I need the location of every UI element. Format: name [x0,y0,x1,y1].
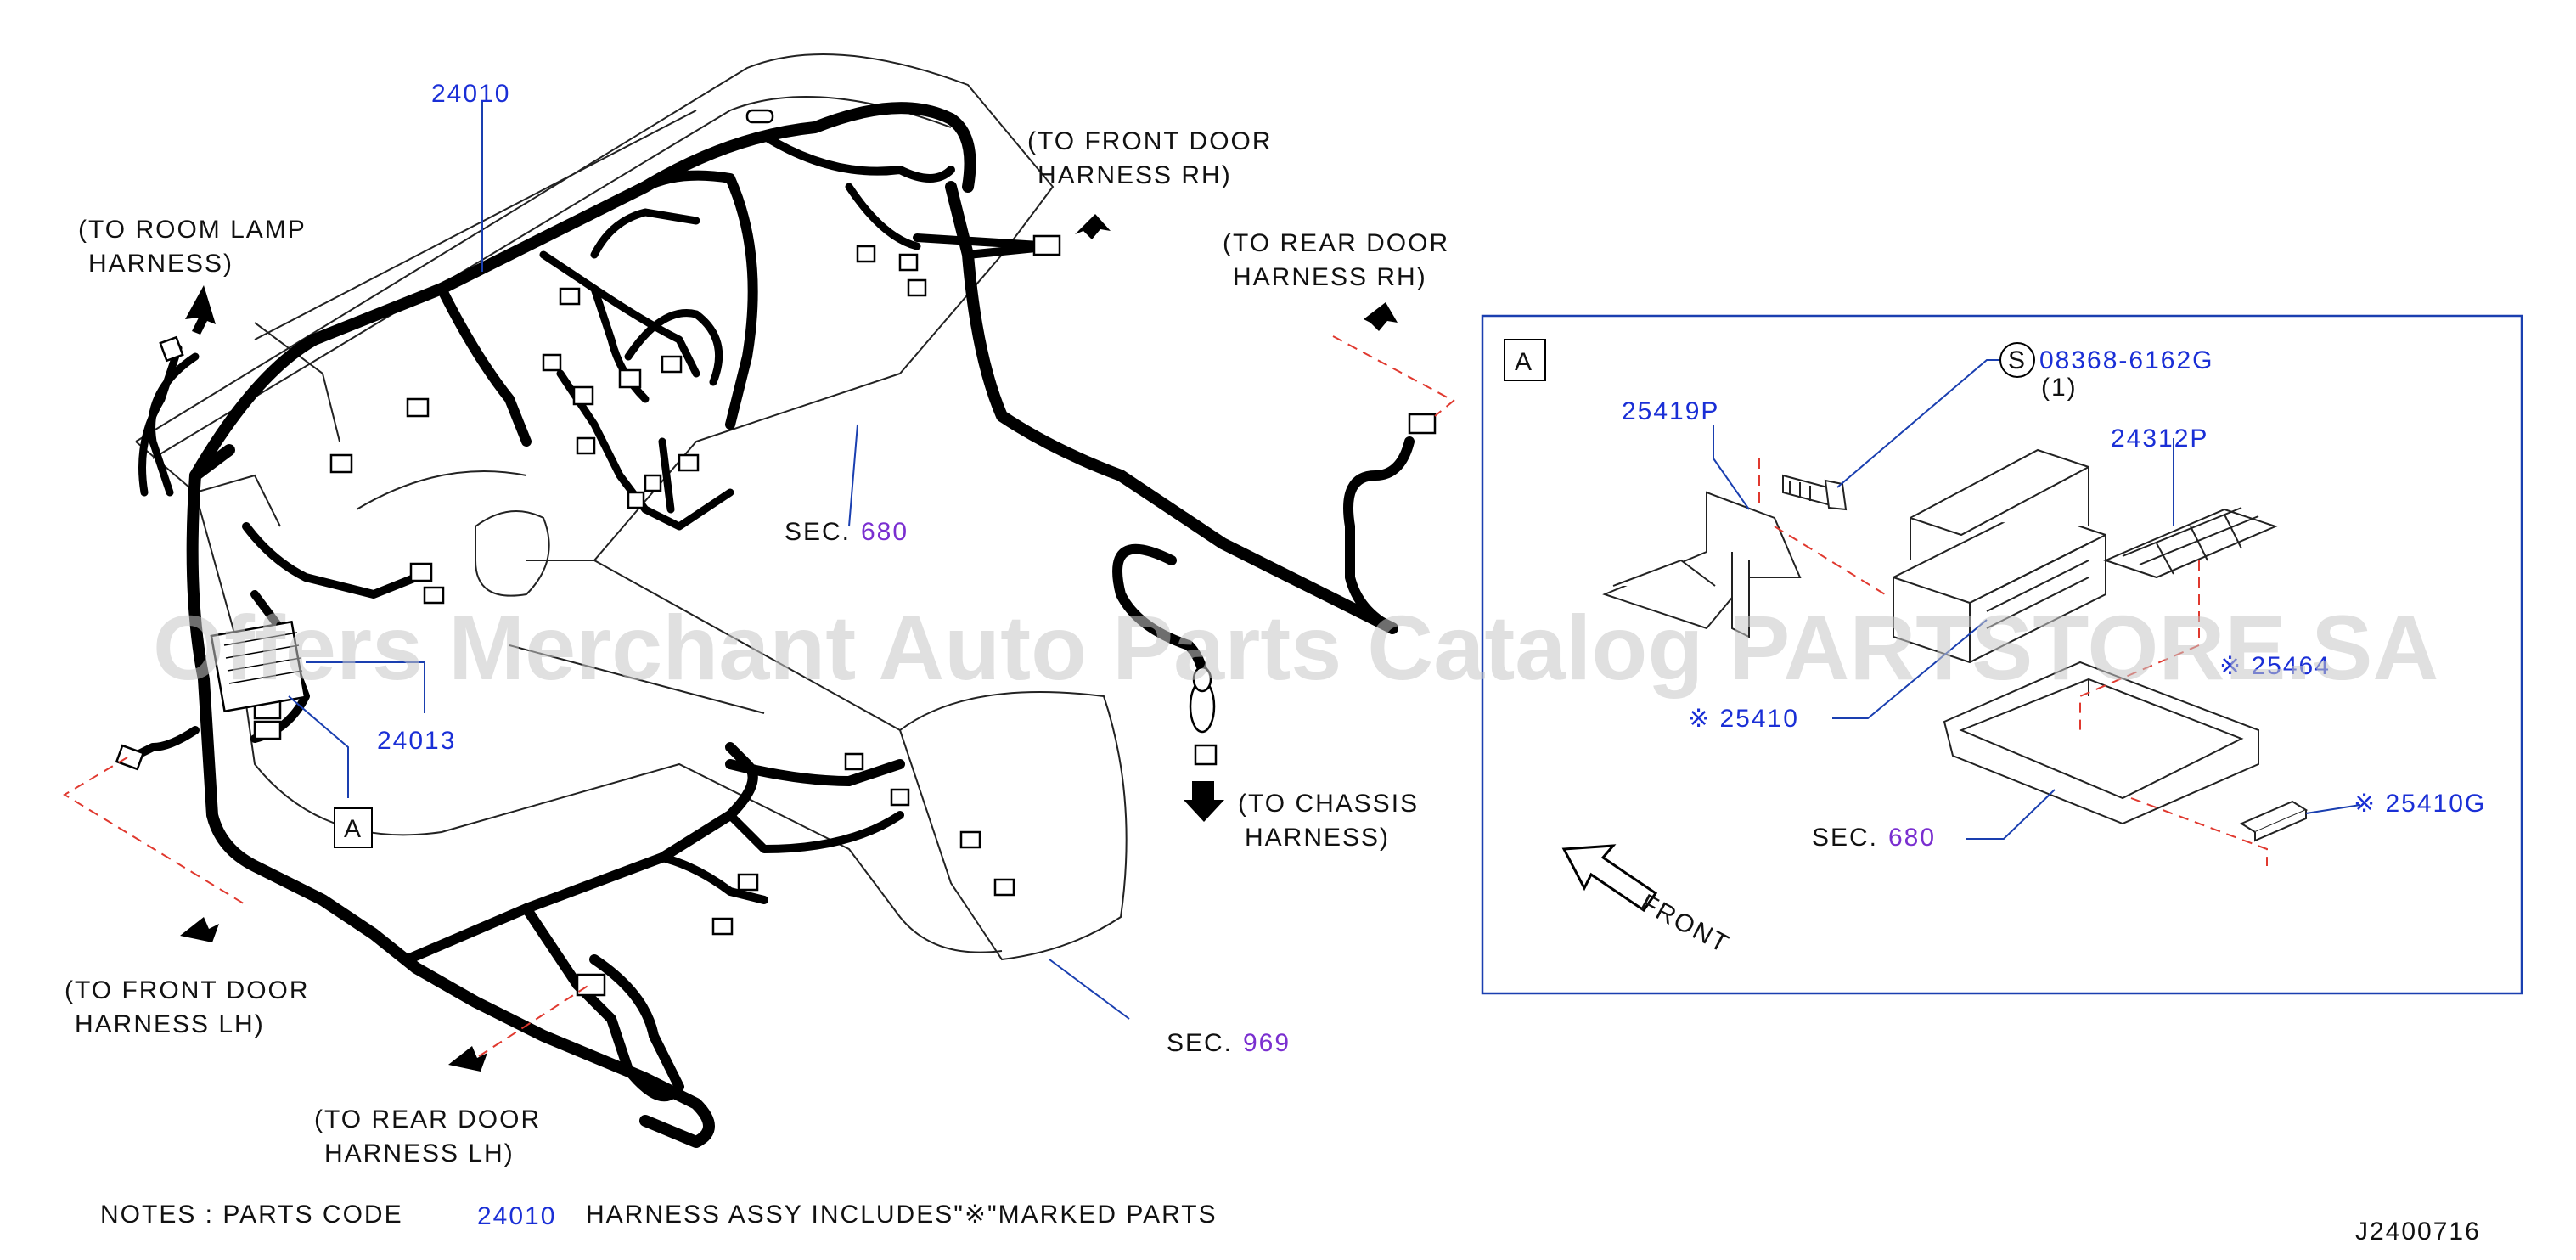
sec-680-prefix: SEC. [785,518,851,546]
part-number-24013: 24013 [377,727,456,755]
notes-parts-code: 24010 [477,1202,556,1230]
arrow-room-lamp-icon [185,285,216,335]
rear-door-rh-label-line1: (TO REAR DOOR [1223,229,1449,257]
detail-sec-number: 680 [1888,824,1936,852]
part-quantity: (1) [2041,374,2078,402]
notes-suffix: HARNESS ASSY INCLUDES"※"MARKED PARTS [586,1201,1218,1229]
rear-door-lh-label-line2: HARNESS LH) [324,1139,515,1167]
room-lamp-label-line1: (TO ROOM LAMP [78,216,307,244]
footer-notes: NOTES : PARTS CODE 24010 HARNESS ASSY IN… [100,1201,2481,1246]
front-label: FRONT [1636,889,1735,959]
part-number-24010: 24010 [431,80,510,108]
main-leader-lines [288,102,1130,1020]
detail-a-letter: A [1515,348,1533,376]
direction-arrows [180,214,1398,1072]
part-number-08368-6162g: 08368-6162G [2039,346,2214,374]
arrow-front-door-lh-icon [180,917,219,942]
sec-680-number: 680 [861,518,908,546]
filter-24312p [2103,507,2278,579]
arrow-front-door-rh-icon [1075,214,1111,239]
bracket-25419p [1602,491,1802,638]
callout-a-box [334,807,373,848]
part-number-25410: ※ 25410 [1688,705,1799,733]
instrument-panel-outline [135,53,1128,961]
screw-symbol-letter: S [2008,346,2027,374]
front-door-rh-label-line2: HARNESS RH) [1038,161,1232,189]
front-direction-arrow-icon [1561,844,1658,913]
module-25410 [1893,448,2106,664]
reference-dash-lines [63,335,1455,1057]
watermark-text: Offers Merchant Auto Parts Catalog PARTS… [153,596,2438,699]
rear-door-rh-label-line2: HARNESS RH) [1233,263,1427,291]
part-number-25419p: 25419P [1622,397,1719,425]
clip-25410g [2239,800,2309,842]
room-lamp-label-line2: HARNESS) [88,250,233,278]
harness-connectors [115,109,1437,997]
part-number-25410g: ※ 25410G [2354,790,2486,818]
part-number-24312p: 24312P [2111,425,2208,453]
tray-sec-680 [1943,661,2259,825]
detail-a-box [1504,339,1546,381]
sec-969-number: 969 [1243,1029,1291,1057]
detail-view-a: A [1481,314,2523,995]
front-door-lh-label-line2: HARNESS LH) [75,1010,265,1038]
notes-prefix: NOTES : PARTS CODE [100,1201,403,1229]
part-number-25464: ※ 25464 [2219,652,2331,680]
sec-969-prefix: SEC. [1167,1029,1233,1057]
main-harness [132,102,1415,1148]
detail-frame [1481,314,2523,995]
front-door-rh-label-line1: (TO FRONT DOOR [1027,127,1273,155]
front-door-lh-label-line1: (TO FRONT DOOR [65,976,310,1004]
callout-a-letter: A [344,815,363,843]
screw-symbol-icon [1999,342,2035,378]
bolt-icon [1782,474,1848,511]
drawing-id: J2400716 [2355,1218,2481,1246]
main-labels: 24010 (TO ROOM LAMP HARNESS) (TO FRONT D… [65,80,1449,1167]
junction-block-fuses [223,632,303,684]
arrow-rear-door-rh-icon [1364,302,1398,331]
detail-sec-prefix: SEC. [1812,824,1878,852]
arrow-rear-door-lh-icon [448,1046,487,1072]
rear-door-lh-label-line1: (TO REAR DOOR [314,1105,541,1133]
arrow-chassis-icon [1184,781,1224,822]
chassis-label-line2: HARNESS) [1245,824,1390,852]
chassis-label-line1: (TO CHASSIS [1238,790,1419,818]
